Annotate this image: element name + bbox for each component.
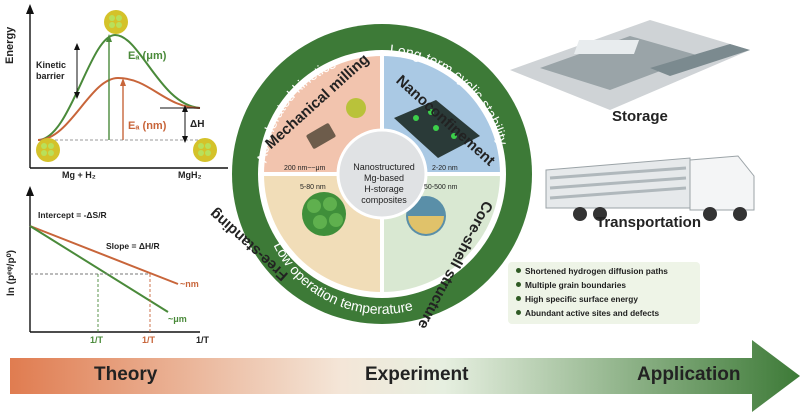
vanthoff-plot — [26, 186, 200, 333]
storage-label: Storage — [612, 108, 668, 125]
tube-trailer-illustration — [545, 155, 755, 221]
benefit-item: High specific surface energy — [516, 294, 638, 304]
composite-wheel: Accelerated kinetics Long-term cyclic st… — [232, 24, 532, 324]
center-title: Nanostructured Mg-based H-storage compos… — [353, 162, 415, 205]
reactant-label: Mg + H₂ — [62, 170, 96, 180]
size-core-shell: 50-500 nm — [424, 184, 458, 191]
energy-y-label: Energy — [4, 26, 16, 64]
nm-series-label: ~nm — [180, 279, 199, 289]
nanoparticle-cluster-icon — [302, 192, 346, 236]
energy-diagram — [26, 4, 228, 169]
slope-label: Slope = ΔH/R — [106, 241, 160, 251]
core-shell-sphere-icon — [406, 196, 446, 236]
product-label: MgH₂ — [178, 170, 202, 180]
size-nanoconfinement: 2-20 nm — [432, 165, 458, 172]
particle-cluster-icon — [36, 10, 217, 162]
benefit-item: Shortened hydrogen diffusion paths — [516, 266, 668, 276]
benefits-box: Shortened hydrogen diffusion paths Multi… — [508, 262, 700, 324]
um-series-label: ~μm — [168, 314, 187, 324]
vanthoff-x-label: 1/T — [196, 335, 210, 345]
theory-label: Theory — [94, 364, 158, 385]
experiment-label: Experiment — [365, 364, 469, 385]
ea-um-label: Eₐ (μm) — [128, 50, 167, 62]
delta-h-label: ΔH — [190, 119, 205, 130]
x-tick-2: 1/T — [142, 335, 156, 345]
kinetic-barrier-label: Kinetic barrier — [36, 60, 67, 81]
vanthoff-y-label: ln (pᵉᵠ/p⁰) — [6, 250, 17, 296]
application-label: Application — [637, 364, 741, 385]
ea-nm-label: Eₐ (nm) — [128, 120, 167, 132]
hydrogen-station-illustration — [510, 20, 750, 110]
intercept-label: Intercept = -ΔS/R — [38, 210, 107, 220]
x-tick-1: 1/T — [90, 335, 104, 345]
benefit-item: Multiple grain boundaries — [516, 280, 626, 290]
size-free-standing: 5-80 nm — [300, 184, 326, 191]
transportation-label: Transportation — [596, 214, 702, 231]
benefit-item: Abundant active sites and defects — [516, 308, 659, 318]
size-mechanical-milling: 200 nm~~μm — [284, 165, 326, 172]
progress-arrow — [10, 340, 800, 412]
